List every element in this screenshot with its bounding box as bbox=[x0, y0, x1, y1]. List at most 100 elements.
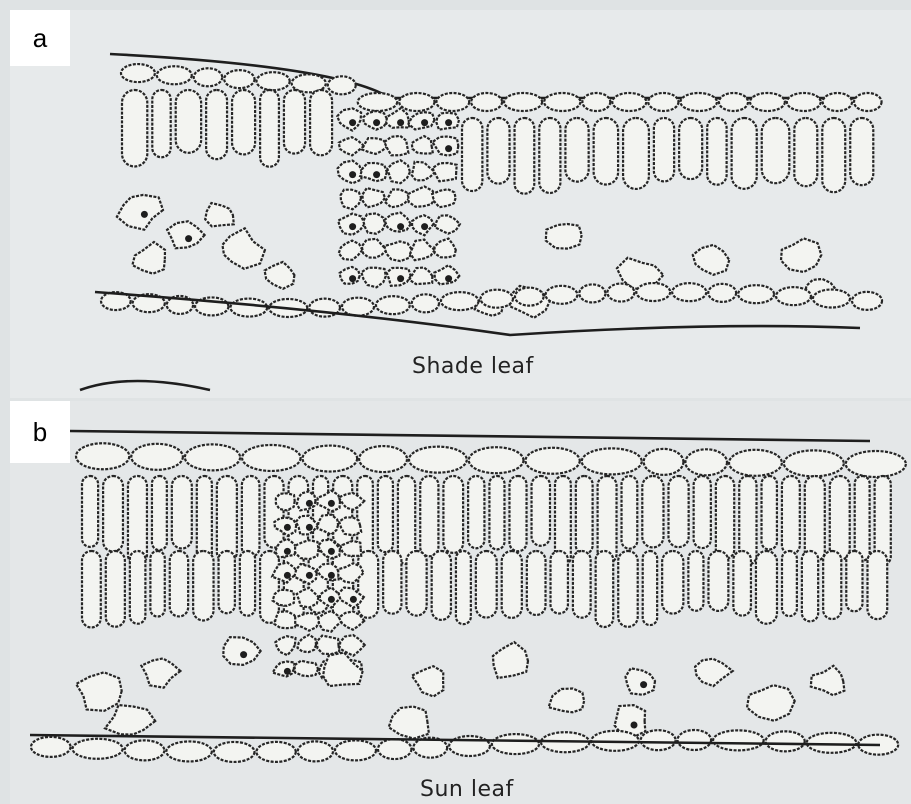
lower-epidermis-cell bbox=[342, 298, 374, 316]
palisade-cell bbox=[515, 118, 535, 194]
vascular-bundle-cell bbox=[410, 240, 435, 261]
palisade-cell-lower-layer bbox=[358, 551, 378, 618]
palisade-cell-lower-layer bbox=[733, 551, 751, 616]
chloroplast-dot bbox=[306, 500, 313, 507]
lower-epidermis-cell bbox=[441, 292, 479, 310]
chloroplast-dot bbox=[284, 572, 291, 579]
panel-b-label: b bbox=[10, 401, 70, 463]
palisade-cell bbox=[310, 90, 332, 155]
upper-epidermis-cell bbox=[131, 444, 183, 470]
lower-epidermis-cell bbox=[738, 285, 774, 303]
palisade-cell bbox=[594, 118, 618, 185]
upper-epidermis-cell bbox=[612, 93, 646, 111]
vascular-bundle-cell bbox=[435, 239, 456, 258]
palisade-cell-lower-layer bbox=[823, 551, 841, 619]
palisade-cell bbox=[284, 90, 305, 154]
spongy-mesophyll-cell bbox=[811, 666, 845, 695]
chloroplast-dot bbox=[328, 596, 335, 603]
vascular-bundle-cell bbox=[409, 268, 432, 285]
lower-epidermis-cell bbox=[492, 734, 539, 754]
upper-epidermis-cell bbox=[787, 93, 821, 111]
lower-epidermis-cell bbox=[579, 284, 605, 302]
palisade-cell-upper-layer bbox=[420, 476, 438, 556]
palisade-cell-upper-layer bbox=[152, 476, 167, 550]
palisade-cell bbox=[232, 90, 255, 154]
palisade-cell-lower-layer bbox=[383, 551, 401, 614]
palisade-cell-upper-layer bbox=[264, 476, 283, 548]
palisade-cell-lower-layer bbox=[782, 551, 797, 616]
upper-epidermis-cell bbox=[648, 93, 678, 111]
vascular-bundle-cell bbox=[386, 108, 409, 128]
vascular-bundle-cell bbox=[317, 636, 339, 655]
palisade-cell-upper-layer bbox=[172, 476, 192, 548]
palisade-cell-upper-layer bbox=[642, 476, 663, 547]
palisade-cell bbox=[152, 90, 170, 157]
palisade-cell-lower-layer bbox=[708, 551, 728, 611]
upper-epidermis-cell bbox=[719, 93, 748, 111]
chloroplast-dot bbox=[284, 548, 291, 555]
palisade-cell-upper-layer bbox=[103, 476, 123, 551]
vascular-bundle-cell bbox=[384, 213, 410, 232]
spongy-mesophyll-cell bbox=[323, 653, 363, 687]
shade-leaf-caption: Shade leaf bbox=[412, 354, 534, 379]
palisade-cell bbox=[462, 118, 482, 191]
vascular-bundle-cell bbox=[340, 635, 365, 656]
spongy-mesophyll-cell bbox=[223, 637, 260, 665]
palisade-cell-upper-layer bbox=[830, 476, 850, 560]
palisade-cell bbox=[679, 118, 702, 179]
upper-epidermis-cell bbox=[303, 446, 358, 472]
upper-epidermis-cell bbox=[358, 93, 397, 111]
lower-epidermis-cell bbox=[813, 290, 850, 308]
palisade-cell-upper-layer bbox=[443, 476, 463, 553]
upper-epidermis-cell bbox=[729, 450, 782, 476]
palisade-cell bbox=[122, 90, 147, 166]
lower-epidermis-cell bbox=[766, 731, 805, 751]
lower-epidermis-cell bbox=[125, 740, 165, 760]
spongy-mesophyll-cell bbox=[546, 224, 582, 249]
palisade-cell bbox=[623, 118, 649, 189]
vascular-bundle-cell bbox=[360, 163, 387, 181]
lower-epidermis-cell bbox=[546, 286, 578, 304]
chloroplast-dot bbox=[240, 651, 247, 658]
lower-epidermis-cell bbox=[672, 283, 706, 301]
upper-epidermis-cell bbox=[680, 93, 716, 111]
upper-epidermis-cell bbox=[582, 448, 642, 474]
chloroplast-dot bbox=[328, 500, 335, 507]
palisade-cell-lower-layer bbox=[867, 551, 887, 619]
lower-epidermis-cell bbox=[31, 737, 71, 757]
chloroplast-dot bbox=[445, 119, 452, 126]
spongy-mesophyll-cell bbox=[117, 195, 163, 230]
palisade-cell-upper-layer bbox=[289, 476, 308, 549]
upper-epidermis-cell bbox=[471, 93, 502, 111]
palisade-cell-lower-layer bbox=[333, 551, 353, 619]
vascular-bundle-cell bbox=[273, 662, 295, 677]
palisade-cell-upper-layer bbox=[217, 476, 237, 562]
lower-epidermis-cell bbox=[214, 742, 255, 762]
palisade-cell-lower-layer bbox=[573, 551, 591, 618]
palisade-cell-lower-layer bbox=[476, 551, 497, 618]
upper-epidermis-cell bbox=[469, 447, 524, 473]
palisade-cell bbox=[850, 118, 873, 185]
spongy-mesophyll-cell bbox=[105, 705, 155, 735]
palisade-cell-lower-layer bbox=[618, 551, 637, 627]
vascular-bundle-cell bbox=[362, 239, 387, 258]
upper-epidermis-cell bbox=[399, 93, 434, 111]
palisade-cell bbox=[707, 118, 726, 185]
palisade-cell bbox=[565, 118, 588, 182]
chloroplast-dot bbox=[306, 524, 313, 531]
chloroplast-dot bbox=[284, 668, 291, 675]
palisade-cell-lower-layer bbox=[527, 551, 546, 615]
spongy-mesophyll-cell bbox=[132, 242, 165, 274]
palisade-cell-lower-layer bbox=[846, 551, 862, 611]
palisade-cell-upper-layer bbox=[622, 476, 638, 549]
palisade-cell-lower-layer bbox=[82, 551, 101, 627]
palisade-cell-lower-layer bbox=[432, 551, 451, 620]
palisade-cell-lower-layer bbox=[150, 551, 164, 617]
palisade-cell-upper-layer bbox=[468, 476, 484, 548]
vascular-bundle-cell bbox=[337, 108, 361, 130]
upper-epidermis-cell bbox=[157, 66, 192, 84]
upper-epidermis-cell bbox=[750, 93, 785, 111]
palisade-cell bbox=[822, 118, 845, 192]
palisade-cell-lower-layer bbox=[240, 551, 255, 616]
chloroplast-dot bbox=[445, 145, 452, 152]
